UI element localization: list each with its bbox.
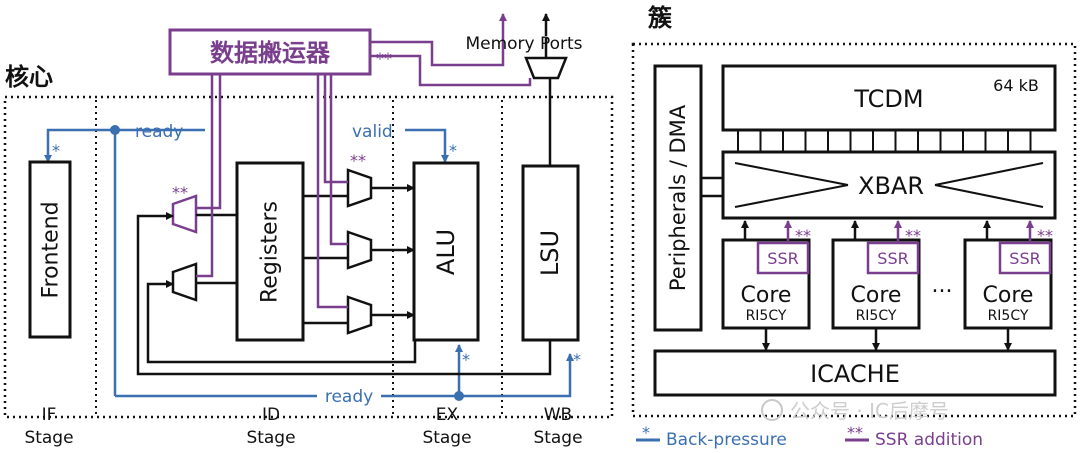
frontend-block [28,160,72,339]
stage-ex-line1: EX [436,405,459,425]
alu-writeback-loop [146,280,417,364]
core-label: Core [741,283,792,308]
core-sub-label: RI5CY [746,308,787,324]
memory-port-mux [524,56,568,80]
core-ssr-box [866,241,920,275]
icache-block [653,349,1057,397]
icache-label: ICACHE [810,360,900,388]
xbar-block [721,150,1057,220]
core-label: Core [851,283,902,308]
operand-mux-b [346,230,373,270]
valid-label: valid [352,122,393,142]
backpressure-marker-alu-top: * [449,141,457,160]
lsu-writeback-loop [136,212,552,376]
ssr-marker-core: ** [905,226,921,245]
tcdm-label: TCDM [853,85,923,113]
ready-junction-bottom [454,391,464,401]
backpressure-marker-alu-bottom: * [462,350,470,369]
ssr-mem-link-upper [370,13,507,67]
stage-id-line2: Stage [246,428,295,448]
register-file-block [235,161,305,342]
tcdm-size: 64 kB [993,76,1039,95]
cluster-title: 簇 [648,4,673,32]
ssr-writeback-feed-b [196,74,214,278]
ssr-mem-link-lower [370,54,532,87]
operand-mux-a [346,168,373,208]
core-unit-3: SSR Core RI5CY ** [963,220,1053,351]
ssr-operand-feed-c [316,74,348,309]
alu-block [412,161,480,342]
ssr-marker-mem: ** [376,49,392,68]
stage-if-line2: Stage [24,428,73,448]
core-unit-1: SSR Core RI5CY ** [721,220,811,351]
ready-bottom-label: ready [325,387,373,407]
peripherals-dma-label: Peripherals / DMA [666,104,690,291]
core-ellipsis: ... [932,273,953,298]
tcdm-bank-connectors [737,130,1032,152]
tcdm-block [721,64,1057,132]
ready-to-frontend [44,128,115,163]
lsu-label: LSU [536,230,564,276]
ssr-marker-writeback: ** [172,183,188,202]
xbar-cross-3 [934,162,1044,186]
alu-label: ALU [432,229,460,275]
legend-ssr-label: SSR addition [875,430,983,450]
stage-if-line1: IF [42,405,57,425]
watermark-icon [761,399,783,421]
stage-wb-line2: Stage [533,428,582,448]
core-boundary [3,95,614,419]
xbar-label: XBAR [858,172,924,200]
stage-id-line1: ID [262,405,280,425]
legend-backpressure-label: Back-pressure [666,430,787,450]
legend-ssr-symbol: ** [847,423,863,442]
memory-ports-label: Memory Ports [465,34,582,54]
xbar-cross-2 [734,184,849,208]
stage-wb-line1: WB [544,405,572,425]
xbar-cross-4 [934,184,1044,208]
core-title: 核心 [5,63,53,91]
ssr-marker-operand: ** [350,151,366,170]
writeback-mux-bottom [171,262,198,302]
core-ssr-label: SSR [877,249,908,268]
ready-top-label: ready [135,122,183,142]
backpressure-marker-lsu: * [573,350,581,369]
ssr-marker-core: ** [795,226,811,245]
core-sub-label: RI5CY [856,308,897,324]
ssr-engine-label: 数据搬运器 [210,39,331,67]
core-sub-label: RI5CY [988,308,1029,324]
ssr-marker-core: ** [1037,226,1053,245]
peripherals-dma-block [653,64,703,332]
cluster-boundary [631,42,1077,418]
core-unit-2: SSR Core RI5CY ** [831,220,921,351]
core-ssr-label: SSR [767,249,798,268]
ssr-operand-feed-b [329,74,348,246]
valid-line [405,128,449,163]
xbar-cross-1 [734,162,849,186]
ready-bottom-line-right [381,353,574,398]
legend-backpressure-symbol: * [642,423,650,442]
frontend-label: Frontend [39,201,64,298]
register-file-label: Registers [258,201,283,303]
ssr-writeback-feed-a [196,74,222,210]
lsu-block [521,164,580,342]
core-ssr-box [756,241,810,275]
watermark-text: 公众号 · IC后摩号 [790,399,949,423]
backpressure-marker-frontend: * [52,141,60,160]
core-ssr-label: SSR [1009,249,1040,268]
core-ssr-box [998,241,1052,275]
stage-ex-line2: Stage [422,428,471,448]
ssr-engine-box [168,28,372,76]
ssr-operand-feed-a [323,74,348,184]
core-label: Core [983,283,1034,308]
operand-mux-c [346,295,373,335]
